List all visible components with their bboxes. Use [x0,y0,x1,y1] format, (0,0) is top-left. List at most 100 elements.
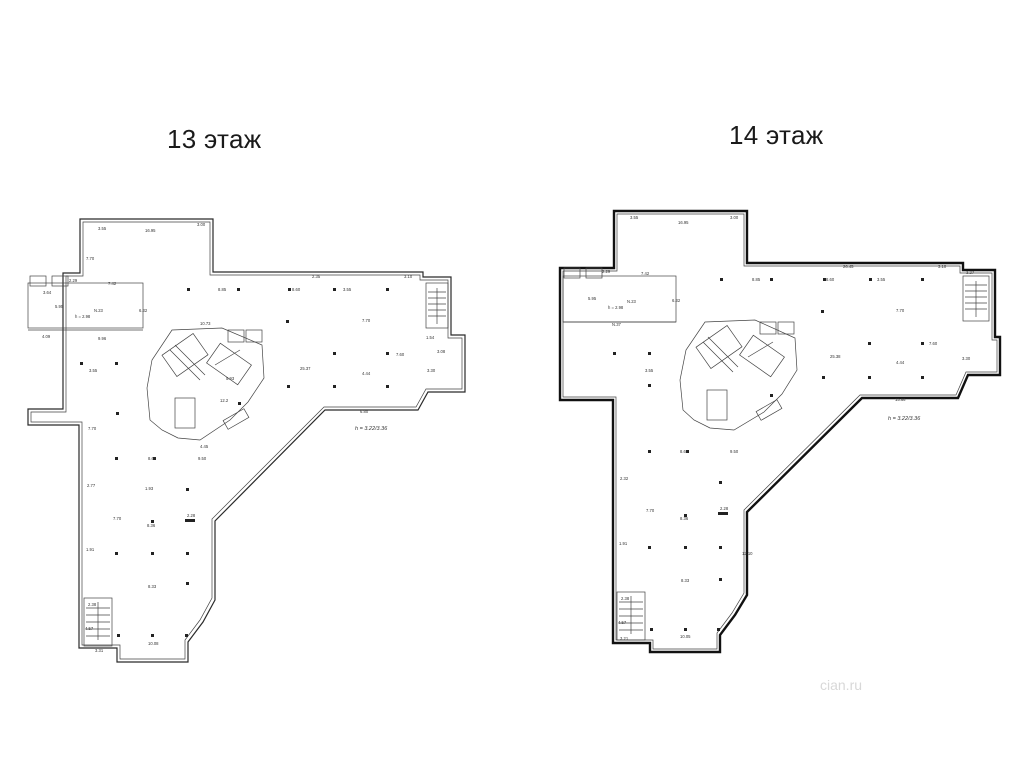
dim-label: 3.00 [730,215,739,220]
dim-label: 8.85 [218,287,227,292]
floor-13-stair-top-right [425,282,449,329]
floor-14-core [679,319,798,431]
floor-13-plan: 3.55 16.95 3.00 7.70 7.42 2.29 3.64 5.95… [27,218,466,663]
dim-label: 10.05 [680,634,691,639]
floor-14-columns [613,278,924,631]
dim-label: 9.50 [198,456,207,461]
dim-label: 9.96 [98,336,107,341]
dim-label: 2.38 [88,602,97,607]
dim-label: 3.31 [95,648,104,653]
dim-label: 3.30 [962,356,971,361]
dim-label: 6.32 [672,298,681,303]
dim-label: 4.57 [618,620,627,625]
dim-label: 1.54 [426,335,435,340]
dim-label: 26.45 [843,264,854,269]
dim-label: h = 2.98 [75,314,91,319]
dim-label: 4.45 [200,444,209,449]
floor-13-core [146,327,265,441]
dim-label: N.23 [627,299,637,304]
dim-label: 7.42 [108,281,117,286]
dim-label: 2.77 [87,483,96,488]
dim-label: 3.55 [98,226,107,231]
dim-label: 7.70 [362,318,371,323]
dim-label: 5.95 [588,296,597,301]
dim-label: 3.64 [43,290,52,295]
dim-label: 6.80 [360,409,369,414]
dim-label: 3.55 [89,368,98,373]
dim-label: 16.95 [678,220,689,225]
dim-label: 4.57 [85,626,94,631]
dim-label: 4.09 [42,334,51,339]
dim-label: 1.91 [86,547,95,552]
floor-14-stair-top-right [962,275,990,322]
floor-14-outer-wall [558,209,1002,654]
dim-label: 3.55 [630,215,639,220]
dim-label: 3.21 [620,636,629,641]
dim-label: 7.70 [896,308,905,313]
floor-14-dimensions: 3.55 16.95 3.00 8.85 8.60 26.45 3.55 3.1… [588,215,975,641]
dim-label: 4.44 [896,360,905,365]
dim-label: 25.38 [830,354,841,359]
dim-label: 2.28 [720,506,729,511]
dim-label: 10.73 [200,321,211,326]
floor-14-height-note: h = 3.22/3.36 [888,416,921,422]
floor-13-stair-bottom-left [83,597,113,647]
floor-13-title: 13 этаж [167,124,262,154]
dim-label: 8.85 [752,277,761,282]
dim-label: 2.28 [187,513,196,518]
dim-label: 3.08 [437,349,446,354]
dim-label: 3.55 [877,277,886,282]
dim-label: 8.33 [148,584,157,589]
dim-label: 15.66 [895,397,906,402]
dim-label: 8.60 [148,456,157,461]
dim-label: 12.2 [220,398,229,403]
dim-label: N.23 [94,308,104,313]
floor-14-title: 14 этаж [729,120,824,150]
dim-label: 8.36 [147,523,156,528]
dim-label: 10.08 [148,641,159,646]
dim-label: 2.29 [69,278,78,283]
dim-label: 8.60 [292,287,301,292]
dim-label: 5.95 [55,304,64,309]
dim-label: 9.50 [730,449,739,454]
dim-label: 3.27 [966,270,975,275]
dim-label: 3.00 [197,222,206,227]
floor-13-outer-wall [27,218,466,663]
dim-label: 3.55 [645,368,654,373]
dim-label: 7.60 [396,352,405,357]
dim-label: 12.10 [742,551,753,556]
dim-label: 7.70 [646,508,655,513]
dim-label: 7.70 [86,256,95,261]
dim-label: 3.10 [938,264,947,269]
dim-label: 7.70 [113,516,122,521]
floor-13-dimensions: 3.55 16.95 3.00 7.70 7.42 2.29 3.64 5.95… [42,222,446,653]
dim-label: 2.32 [620,476,629,481]
dim-label: 7.70 [88,426,97,431]
dim-label: 6.32 [139,308,148,313]
dim-label: 7.42 [641,271,650,276]
floor-13-height-note: h = 3.22/3.36 [355,426,388,432]
dim-label: 8.60 [826,277,835,282]
dim-label: h = 2.98 [608,305,624,310]
dim-label: 5.93 [226,376,235,381]
dim-label: 3.10 [404,274,413,279]
dim-label: 2.35 [312,274,321,279]
dim-label: 3.55 [343,287,352,292]
dim-label: 8.60 [680,449,689,454]
dim-label: 2.29 [602,269,611,274]
dim-label: 1.91 [619,541,628,546]
floor-14-stair-bottom-left [616,591,646,641]
dim-label: 7.60 [929,341,938,346]
dim-label: 25.37 [300,366,311,371]
floor-14-plan: 3.55 16.95 3.00 8.85 8.60 26.45 3.55 3.1… [558,209,1002,654]
dim-label: 8.33 [681,578,690,583]
dim-label: N.37 [612,322,622,327]
dim-label: 4.44 [362,371,371,376]
dim-label: 16.95 [145,228,156,233]
dim-label: 8.36 [680,516,689,521]
floor-13-columns [80,288,389,637]
watermark: cian.ru [820,677,862,693]
dim-label: 3.30 [427,368,436,373]
dim-label: 2.38 [621,596,630,601]
